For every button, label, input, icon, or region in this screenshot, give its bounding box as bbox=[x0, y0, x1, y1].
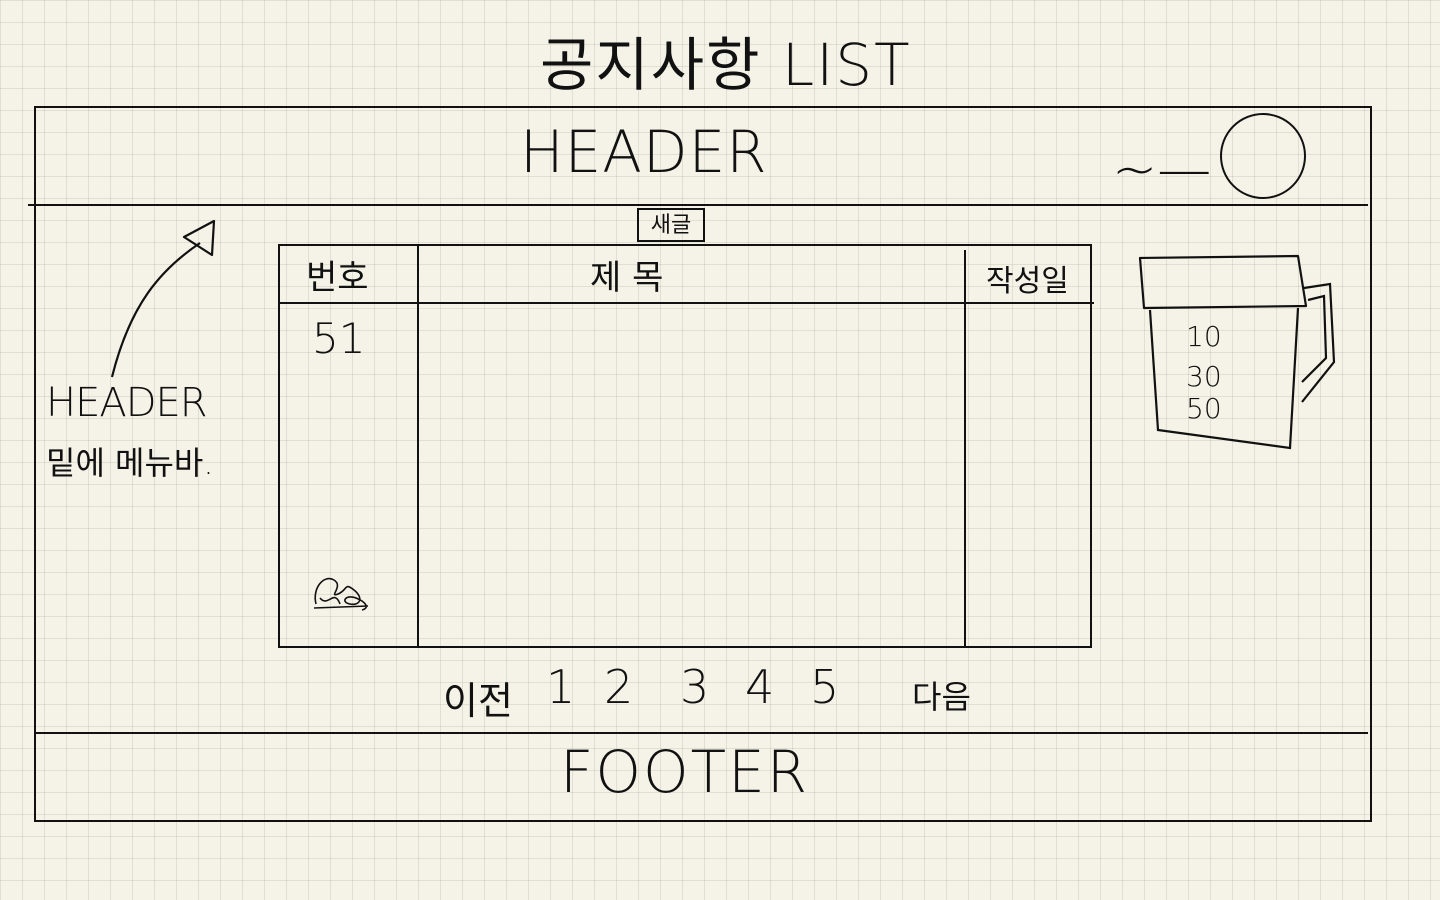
table-right-border bbox=[1090, 244, 1092, 648]
header-label: HEADER bbox=[520, 118, 768, 186]
row-number-cell: 51 bbox=[312, 314, 366, 363]
page-title: 공지사항 LIST bbox=[540, 31, 912, 99]
arrow-up-right-icon bbox=[110, 219, 216, 378]
column-header-date: 작성일 bbox=[986, 264, 1069, 299]
user-avatar-icon[interactable] bbox=[1220, 113, 1306, 199]
footer-divider bbox=[34, 732, 1368, 734]
pagination-page-5[interactable]: 5 bbox=[810, 660, 840, 714]
page-size-option-50[interactable]: 50 bbox=[1186, 392, 1222, 425]
footer-label: FOOTER bbox=[560, 738, 810, 806]
pagination-prev[interactable]: 이전 bbox=[443, 679, 513, 723]
table-col-divider-2 bbox=[964, 250, 966, 648]
column-header-number: 번호 bbox=[306, 258, 369, 298]
page-size-cup-icon[interactable] bbox=[1130, 250, 1350, 455]
annotation-line-1: HEADER bbox=[46, 380, 208, 426]
table-col-divider-1 bbox=[417, 244, 419, 648]
pagination-page-2[interactable]: 2 bbox=[604, 660, 634, 714]
table-header-divider bbox=[278, 302, 1094, 304]
pagination-page-3[interactable]: 3 bbox=[680, 660, 710, 714]
table-top-border bbox=[278, 244, 1092, 246]
scribble-icon bbox=[313, 577, 369, 611]
pagination-next[interactable]: 다음 bbox=[912, 678, 971, 716]
menu-icon[interactable]: ~— bbox=[1112, 138, 1212, 201]
pagination-page-4[interactable]: 4 bbox=[745, 660, 775, 714]
wireframe-frame bbox=[34, 106, 1372, 822]
column-header-title: 제 목 bbox=[590, 258, 664, 298]
page-size-option-30[interactable]: 30 bbox=[1186, 360, 1222, 393]
table-bottom-border bbox=[278, 646, 1092, 648]
page-size-option-10[interactable]: 10 bbox=[1186, 320, 1222, 353]
header-divider bbox=[28, 204, 1368, 206]
new-post-button[interactable]: 새글 bbox=[637, 208, 705, 242]
table-left-border bbox=[278, 244, 280, 648]
annotation-line-2: 밑에 메뉴바. bbox=[46, 444, 214, 482]
pagination-page-1[interactable]: 1 bbox=[546, 660, 576, 714]
